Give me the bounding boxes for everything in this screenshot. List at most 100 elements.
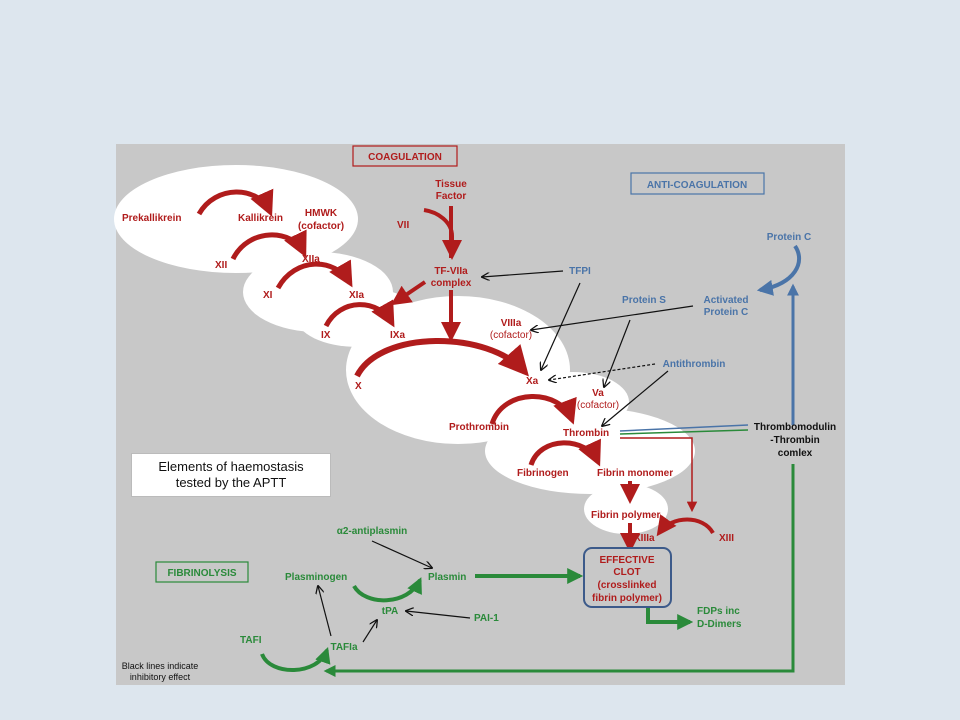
aptt-legend-line1: Elements of haemostasis [158,459,304,474]
prothrombin-to-thrombin-arrow [489,394,577,425]
inhibitory-note-line1: Black lines indicate [122,661,199,671]
coagulation-header: COAGULATION [368,152,442,163]
va-cofactor-label: (cofactor) [577,400,619,411]
fibrinogen-label: Fibrinogen [517,468,569,479]
fibrinolysis-labels: α2-antiplasmin Plasminogen Plasmin tPA P… [240,526,742,653]
xiii-label: XIII [719,533,734,544]
a2-antiplasmin-to-plasmin-arrow [371,540,432,568]
tpa-label: tPA [382,606,398,617]
xiii-to-xiiia-arrow [656,514,715,537]
fibrinolysis-arrows [260,429,795,677]
xiia-label: XIIa [302,254,320,265]
hmwk-label: HMWK [305,208,338,219]
effective-clot-label-2: CLOT [613,567,640,578]
prekallikrein-label: Prekallikrein [122,213,181,224]
xi-to-xia-arrow [275,259,353,290]
xia-label: XIa [349,290,364,301]
tf-viia-label: TF-VIIa [434,266,468,277]
fibrinogen-to-monomer-arrow [528,438,601,467]
tafia-to-tpa-arrow [362,620,377,643]
xi-label: XI [263,290,273,301]
effective-clot-label-4: fibrin polymer) [592,593,662,604]
clot-to-fdps-arrow [646,607,694,630]
protein-c-activation-arrow [756,244,802,296]
thrombomodulin-label-2: -Thrombin [770,435,819,446]
xa-label: Xa [526,376,539,387]
plasminogen-to-plasmin-arrow [352,577,422,603]
tafia-label: TAFIa [330,642,357,653]
thrombin-label: Thrombin [563,428,609,439]
tissue-factor-label-2: Factor [436,191,467,202]
xii-label: XII [215,260,227,271]
tissue-factor-label: Tissue [435,179,467,190]
fdps-label-2: D-Dimers [697,619,742,630]
aptt-legend-line2: tested by the APTT [175,475,287,490]
anticoagulation-header-box [630,172,765,195]
effective-clot-box [583,547,672,608]
xii-to-xiia-arrow [230,229,307,261]
inhibitory-arrows [318,270,694,643]
polymer-ellipse [584,484,668,534]
tafi-label: TAFI [240,635,262,646]
protein-s-to-va-arrow [604,319,631,387]
tafi-to-tafia-arrow [260,646,331,672]
prekallikrein-to-kallikrein-arrow [196,188,274,217]
inhibitory-note-line2: inhibitory effect [130,672,191,682]
x-to-xa-arrow [354,338,529,378]
antithrombin-label: Antithrombin [663,359,726,370]
x-label: X [355,381,362,392]
activated-protein-c-label: Activated [703,295,748,306]
pai1-to-tpa-arrow [406,611,471,619]
xiiia-label: XIIIa [634,533,655,544]
aptt-legend-box: Elements of haemostasis tested by the AP… [131,453,331,497]
activated-protein-c-to-viiia-arrow [531,305,694,330]
activated-protein-c-label-2: Protein C [704,307,748,318]
vii-to-tf-viia-arrow [423,208,462,260]
ix-to-ixa-arrow [323,299,395,328]
thrombomodulin-label-1: Thrombomodulin [754,422,836,433]
tfpi-to-xa-arrow [541,282,581,370]
tafia-to-plasminogen-arrow [318,586,332,637]
antithrombin-to-thrombin-arrow [602,370,669,426]
thrombin-to-thrombomodulin-line-blue [619,424,749,432]
thrombin-to-xiii-arrow [620,437,698,513]
kallikrein-label: Kallikrein [238,213,283,224]
fibrinolysis-header: FIBRINOLYSIS [167,568,236,579]
prothrombin-label: Prothrombin [449,422,509,433]
tfpi-label: TFPI [569,266,591,277]
plasminogen-label: Plasminogen [285,572,347,583]
fibrinolysis-header-box [155,561,249,583]
plasmin-label: Plasmin [428,572,466,583]
thrombomodulin-labels: Thrombomodulin -Thrombin comlex [754,422,836,459]
coagulation-arrows [196,188,715,553]
tfpi-to-tf-viia-arrow [482,270,564,277]
anticoagulation-arrows [619,244,802,432]
thrombin-to-thrombomodulin-line-green [619,429,749,435]
thrombomodulin-label-3: comlex [778,448,813,459]
a2-antiplasmin-label: α2-antiplasmin [337,526,408,537]
x-ellipse [346,296,570,444]
anticoagulation-labels: TFPI Protein S Activated Protein C Prote… [569,232,811,370]
viiia-cofactor-label: (cofactor) [490,330,532,341]
viiia-label: VIIIa [501,318,522,329]
fibrin-polymer-label: Fibrin polymer [591,510,661,521]
coagulation-labels: Prekallikrein Kallikrein HMWK (cofactor)… [122,179,734,604]
fdps-label-1: FDPs inc [697,606,740,617]
vii-label: VII [397,220,409,231]
protein-c-label: Protein C [767,232,811,243]
thrombomodulin-to-tafi-arrow [323,464,795,677]
pai1-label: PAI-1 [474,613,499,624]
va-label: Va [592,388,604,399]
effective-clot-label-3: (crosslinked [598,580,657,591]
tf-viia-to-ixa-arrow [390,280,427,306]
ix-label: IX [321,330,331,341]
effective-clot-label-1: EFFECTIVE [599,555,654,566]
fibrin-monomer-label: Fibrin monomer [597,468,673,479]
anticoagulation-header: ANTI-COAGULATION [647,180,747,191]
coagulation-header-box [352,145,458,167]
hmwk-cofactor-label: (cofactor) [298,221,344,232]
tf-viia-complex-label: complex [431,278,472,289]
antithrombin-to-xa-arrow [549,363,656,380]
